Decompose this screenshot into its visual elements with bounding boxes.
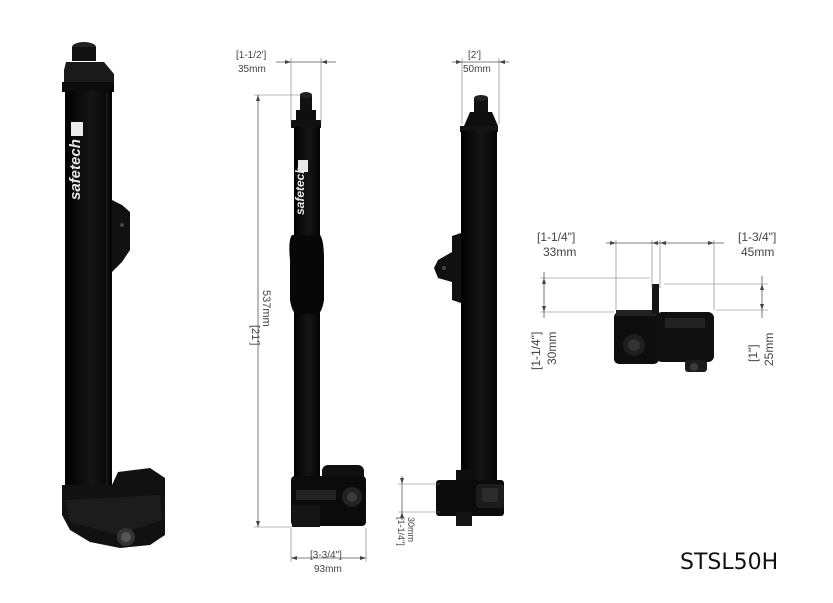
detail-right-width-metric: 45mm: [741, 245, 774, 259]
detail-left-width-imperial: [1-1/4"]: [537, 230, 575, 244]
base-detail-view: [614, 284, 714, 372]
dim-side-width: [2'] 50mm: [452, 50, 509, 124]
dim-front-width: [1-1/2'] 35mm: [236, 50, 336, 122]
detail-left-height-metric: 30mm: [545, 332, 559, 365]
front-height-metric: 537mm: [260, 290, 272, 327]
brand-wordmark: safetech: [67, 139, 84, 200]
front-view: safetech: [289, 92, 366, 527]
detail-right-height-metric: 25mm: [762, 333, 776, 366]
front-width-imperial: [1-1/2']: [236, 50, 266, 61]
side-width-metric: 50mm: [463, 64, 491, 75]
side-base-height-imperial: [1-1/4"]: [396, 517, 406, 546]
detail-left-width-metric: 33mm: [543, 245, 576, 259]
perspective-view: safetech: [62, 42, 165, 548]
front-base-width-metric: 93mm: [314, 564, 342, 575]
side-base-height-metric: 30mm: [406, 517, 416, 542]
detail-right-height-imperial: [1"]: [746, 344, 760, 362]
dim-side-base-height: [1-1/4"] 30mm: [396, 476, 440, 546]
dim-front-base-width: [3-3/4"] 93mm: [290, 528, 367, 575]
model-number: STSL50H: [680, 550, 778, 575]
detail-right-width-imperial: [1-3/4"]: [738, 230, 776, 244]
detail-left-height-imperial: [1-1/4"]: [529, 332, 543, 370]
front-height-imperial: [21']: [249, 325, 261, 345]
side-view: [434, 95, 504, 526]
dim-detail-left-width: [1-1/4"] 33mm: [537, 230, 662, 310]
dim-front-height: [21'] 537mm: [249, 94, 300, 528]
front-base-width-imperial: [3-3/4"]: [310, 550, 342, 561]
front-width-metric: 35mm: [238, 64, 266, 75]
side-width-imperial: [2']: [468, 50, 481, 61]
brand-logo-bars: [71, 122, 83, 136]
dim-detail-left-height: [1-1/4"] 30mm: [529, 272, 650, 370]
dim-detail-right-width: [1-3/4"] 45mm: [650, 230, 776, 310]
dim-detail-right-height: [1"] 25mm: [664, 276, 776, 366]
front-brand-wordmark: safetech: [293, 166, 307, 215]
